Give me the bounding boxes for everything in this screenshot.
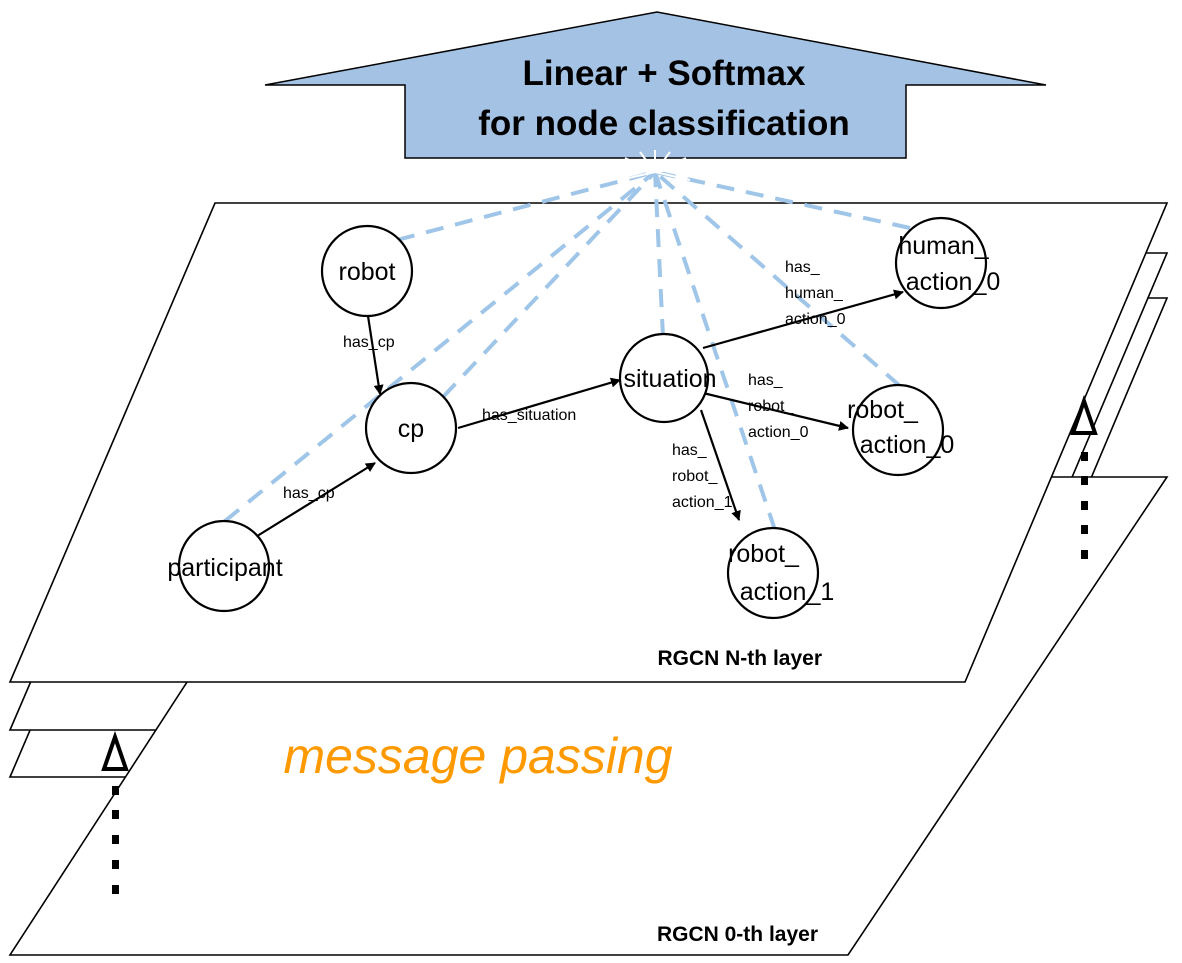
banner-line-1: Linear + Softmax [522, 54, 806, 93]
node-label-robot: robot [339, 258, 396, 286]
readout-line-robot [396, 170, 656, 242]
readout-line-situation [653, 171, 665, 338]
edge-cp-situation [457, 377, 621, 430]
node-human-action-0: human_ action_0 [894, 216, 1000, 310]
stack-dot [112, 885, 119, 894]
edge-participant-cp [253, 462, 376, 539]
edges [253, 289, 904, 539]
edge-situation-robot-action-0 [702, 391, 849, 431]
edge-label-participant-cp: has_cp [283, 485, 335, 502]
up-arrow-banner [264, 11, 1047, 159]
edge-label-situation-robot-action-1: has_ robot_ action_1 [672, 442, 733, 511]
stack-dot [1081, 550, 1088, 559]
edge-situation-human-action-0 [702, 289, 904, 350]
edge-label-situation-human-action-0: has_ human_ action_0 [785, 259, 847, 328]
stack-dot [112, 810, 119, 819]
node-label-situation: situation [623, 365, 716, 393]
nodes: robot cp participant situation human_ ac… [167, 216, 1000, 620]
up-arrow-icon [101, 730, 129, 771]
stack-dot [1081, 452, 1088, 461]
node-label-human-action-0: human_ action_0 [898, 232, 1000, 296]
edge-labels: has_cp has_cp has_situation has_ human_ … [283, 259, 847, 511]
node-situation: situation [618, 332, 717, 424]
node-robot: robot [320, 224, 414, 318]
node-cp: cp [364, 381, 458, 475]
stack-dot [1081, 525, 1088, 534]
stack-dot [112, 835, 119, 844]
up-arrow-icon [1070, 394, 1098, 435]
readout-line-robot-action-1 [653, 171, 777, 531]
edge-situation-robot-action-1 [699, 409, 741, 521]
node-participant: participant [167, 519, 283, 613]
layer-title-bottom: RGCN 0-th layer [657, 923, 818, 946]
stack-indicator-left [101, 730, 129, 894]
node-robot-action-1: robot_ action_1 [726, 526, 834, 620]
stack-dot [1081, 476, 1088, 485]
node-label-participant: participant [167, 554, 282, 582]
node-label-robot-action-0: robot_ action_0 [847, 396, 954, 459]
edge-robot-cp [366, 315, 384, 395]
edge-label-robot-cp: has_cp [343, 334, 395, 351]
layer-plane-top [8, 202, 1169, 683]
readout-line-robot-action-0 [653, 170, 902, 388]
banner-line-2: for node classification [478, 104, 849, 143]
readout-line-human-action-0 [654, 170, 911, 230]
readout-lines [223, 170, 911, 531]
node-label-robot-action-1: robot_ action_1 [728, 540, 834, 606]
node-robot-action-0: robot_ action_0 [847, 383, 954, 477]
edge-label-situation-robot-action-0: has_ robot_ action_0 [748, 372, 809, 441]
classification-banner: Linear + Softmax for node classification [264, 11, 1047, 181]
readout-line-participant [223, 170, 657, 523]
readout-burst [614, 150, 697, 181]
readout-line-cp [441, 170, 657, 399]
edge-label-cp-situation: has_situation [482, 407, 576, 424]
stack-dot [112, 786, 119, 795]
stack-dot [112, 860, 119, 869]
message-passing-label: message passing [283, 728, 672, 784]
stack-indicator-right [1070, 394, 1098, 559]
node-label-cp: cp [398, 415, 424, 443]
stack-dot [1081, 501, 1088, 510]
layer-title-top: RGCN N-th layer [657, 647, 822, 670]
